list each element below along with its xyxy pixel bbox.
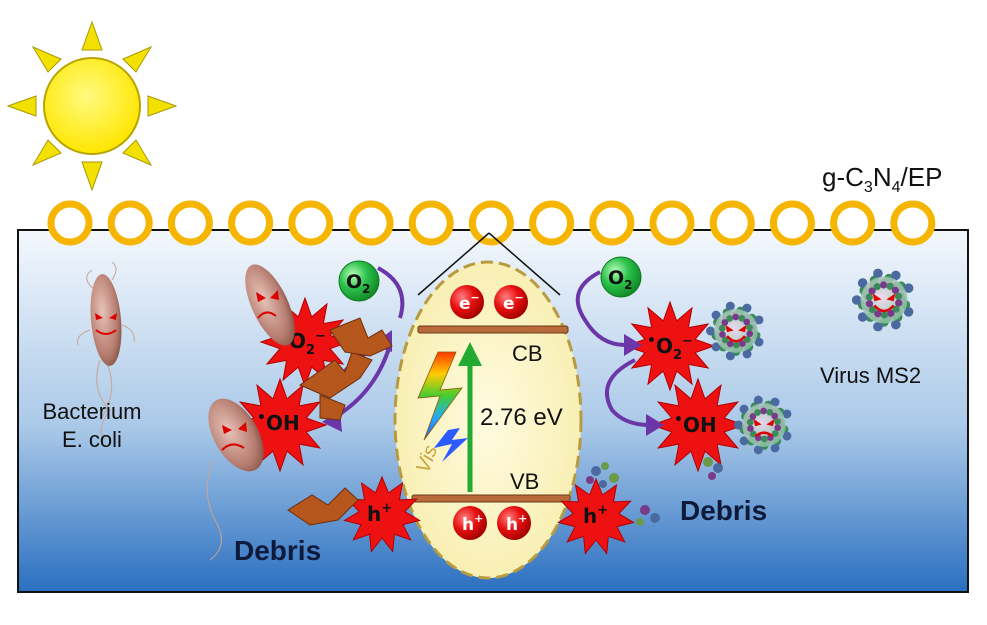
lightning-tip-icon (434, 428, 468, 462)
bacterium-icon-damaged-upper (245, 264, 295, 346)
svg-text:e−: e− (503, 291, 524, 314)
superoxide-to-hydroxyl-arrow-right (605, 358, 651, 427)
bacterium-debris (287, 317, 393, 526)
hydroxyl-left-label: •OH (257, 410, 300, 435)
virus-debris (586, 457, 723, 526)
svg-text:e−: e− (459, 291, 480, 314)
band-gap-label: 2.76 eV (480, 404, 563, 431)
vb-label: VB (510, 469, 539, 494)
svg-text:O2: O2 (346, 271, 371, 296)
oxygen-reduction-arrow-left (377, 266, 405, 319)
zoom-line-right (488, 232, 561, 296)
svg-text:•O2−: •O2− (647, 333, 693, 363)
svg-text:h+: h+ (583, 503, 608, 528)
sun-icon (6, 20, 178, 192)
bead-9 (529, 200, 575, 246)
bead-13 (769, 200, 815, 246)
bead-row (47, 200, 936, 246)
hole-left-label: h+ (367, 501, 392, 526)
bead-14 (830, 200, 876, 246)
debris-left-label: Debris (234, 535, 321, 566)
cb-label: CB (512, 341, 543, 366)
svg-text:O2: O2 (608, 267, 633, 292)
electron-1: e− (450, 285, 484, 319)
arrowhead-right-1 (624, 334, 642, 356)
hydroxyl-right-burst (650, 377, 746, 473)
svg-text:h+: h+ (506, 512, 527, 535)
bead-1 (47, 200, 93, 246)
material-label: g-C3N4/EP (822, 162, 942, 196)
virus-label: Virus MS2 (820, 363, 921, 388)
bacterium-label-2: E. coli (62, 427, 122, 452)
arrowhead-right-2 (646, 414, 664, 436)
bead-6 (348, 200, 394, 246)
oxygen-reduction-arrow-right (575, 270, 626, 347)
superoxide-right-label: •O2− (647, 333, 693, 363)
svg-text:•OH: •OH (257, 410, 300, 435)
bead-8 (468, 200, 514, 246)
oxygen-left: O2 (338, 260, 380, 302)
hydroxyl-right-label: •OH (674, 412, 717, 437)
virus-icon-attacked-lower (734, 395, 792, 455)
bead-5 (288, 200, 334, 246)
superoxide-right-burst (624, 300, 716, 392)
lightning-icon (417, 351, 463, 441)
bead-15 (890, 200, 936, 246)
svg-text:h+: h+ (367, 501, 392, 526)
oxygen-right: O2 (600, 256, 642, 298)
hole-right-label: h+ (583, 503, 608, 528)
svg-text:•OH: •OH (674, 412, 717, 437)
virus-icon-attacked-upper (706, 301, 764, 361)
valence-band (411, 494, 571, 503)
bead-7 (408, 200, 454, 246)
bacterium-icon-intact (77, 261, 135, 441)
conduction-band (417, 325, 569, 334)
bead-3 (167, 200, 213, 246)
virus-icon-intact (851, 268, 914, 332)
hole-right-burst (557, 477, 635, 555)
electron-2: e− (494, 285, 528, 319)
bead-4 (228, 200, 274, 246)
excitation-arrow (458, 342, 482, 492)
bead-10 (589, 200, 635, 246)
svg-text:h+: h+ (462, 512, 483, 535)
debris-right-label: Debris (680, 495, 767, 526)
hole-1: h+ (453, 506, 487, 540)
bead-11 (649, 200, 695, 246)
bacterium-icon-damaged-lower (206, 398, 264, 561)
hole-2: h+ (497, 506, 531, 540)
zoom-line-left (417, 232, 490, 296)
bead-2 (107, 200, 153, 246)
bead-12 (709, 200, 755, 246)
bacterium-label-1: Bacterium (42, 399, 141, 424)
